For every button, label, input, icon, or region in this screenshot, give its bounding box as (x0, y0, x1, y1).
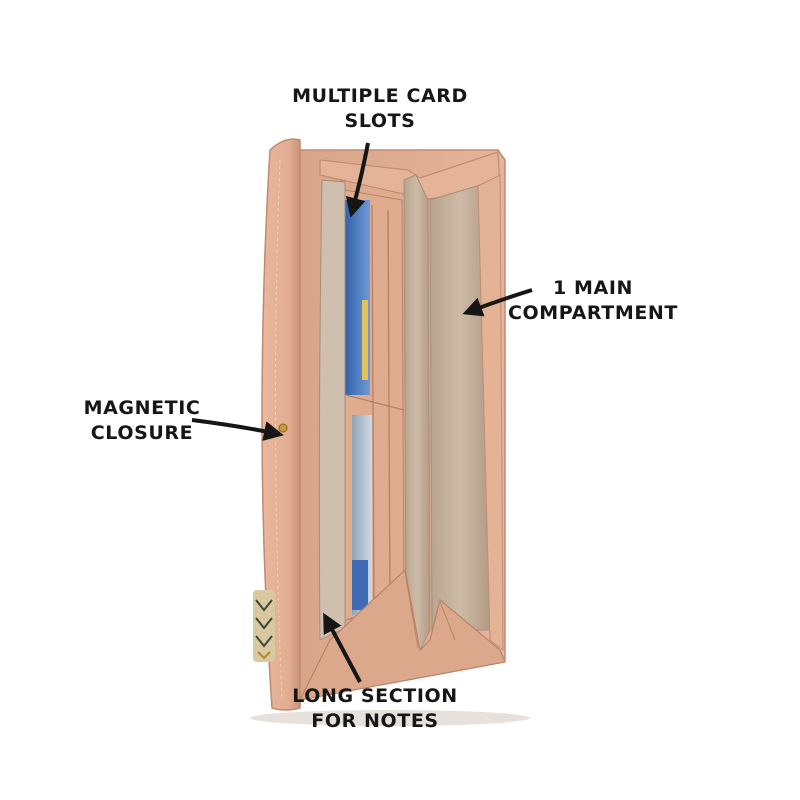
arrow-main-compartment (462, 288, 533, 317)
arrow-magnetic-closure (191, 418, 284, 441)
magnetic-clasp (278, 423, 288, 433)
callout-card-slots-line2: SLOTS (344, 110, 416, 132)
callout-magnetic-closure-line1: MAGNETIC (83, 397, 201, 419)
callout-magnetic-closure-line2: CLOSURE (90, 422, 194, 444)
fold-creases (404, 571, 456, 649)
callout-notes-section-line2: FOR NOTES (311, 710, 439, 732)
card-blue-bottom (352, 560, 368, 610)
arrow-notes-section (323, 612, 362, 683)
callout-main-compartment-line1: 1 MAIN (552, 277, 633, 299)
main-compartment-wall (477, 174, 504, 652)
card-yellow-strip (362, 300, 368, 380)
callout-magnetic-closure: MAGNETIC CLOSURE (82, 396, 202, 446)
notes-section (318, 179, 346, 641)
callout-notes-section: LONG SECTION FOR NOTES (290, 684, 460, 734)
callout-card-slots-line1: MULTIPLE CARD (292, 85, 468, 107)
middle-divider (403, 174, 431, 652)
callout-main-compartment-line2: COMPARTMENT (508, 302, 678, 324)
callout-card-slots: MULTIPLE CARD SLOTS (290, 84, 470, 134)
arrow-card-slots (345, 142, 370, 218)
callout-notes-section-line1: LONG SECTION (292, 685, 458, 707)
base-shadow (250, 710, 530, 726)
callout-main-compartment: 1 MAIN COMPARTMENT (508, 276, 678, 326)
decorative-pattern-tab (253, 590, 275, 662)
